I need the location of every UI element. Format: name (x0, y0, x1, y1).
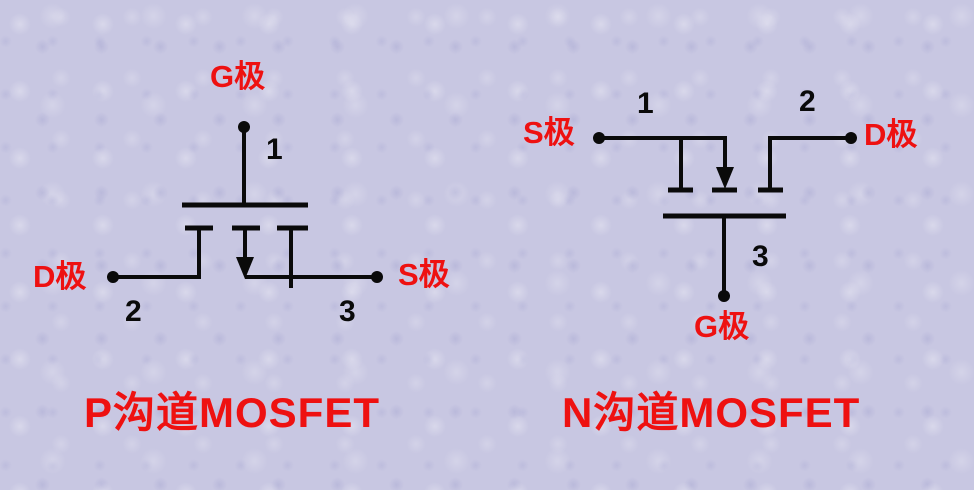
n-gate-terminal-dot (718, 290, 730, 302)
n-body-arrowhead (716, 167, 734, 189)
n-drain-pin-number: 2 (799, 85, 816, 118)
p-drain-terminal-dot (107, 271, 119, 283)
n-mosfet-symbol (593, 132, 857, 302)
n-gate-label: G极 (694, 309, 750, 344)
p-mosfet-symbol (107, 121, 383, 288)
p-gate-label: G极 (210, 59, 266, 94)
p-source-label: S极 (398, 257, 450, 292)
p-source-pin-number: 3 (339, 295, 356, 328)
n-source-label: S极 (523, 115, 575, 150)
n-drain-terminal-dot (845, 132, 857, 144)
p-source-terminal-dot (371, 271, 383, 283)
n-drain-label: D极 (864, 117, 918, 152)
p-mosfet-title: P沟道MOSFET (84, 389, 381, 436)
n-mosfet-title: N沟道MOSFET (562, 389, 861, 436)
p-drain-label: D极 (33, 259, 87, 294)
n-gate-pin-number: 3 (752, 240, 769, 273)
n-source-pin-number: 1 (637, 87, 654, 120)
p-body-arrowhead (236, 257, 254, 279)
p-drain-pin-number: 2 (125, 295, 142, 328)
p-gate-pin-number: 1 (266, 133, 283, 166)
